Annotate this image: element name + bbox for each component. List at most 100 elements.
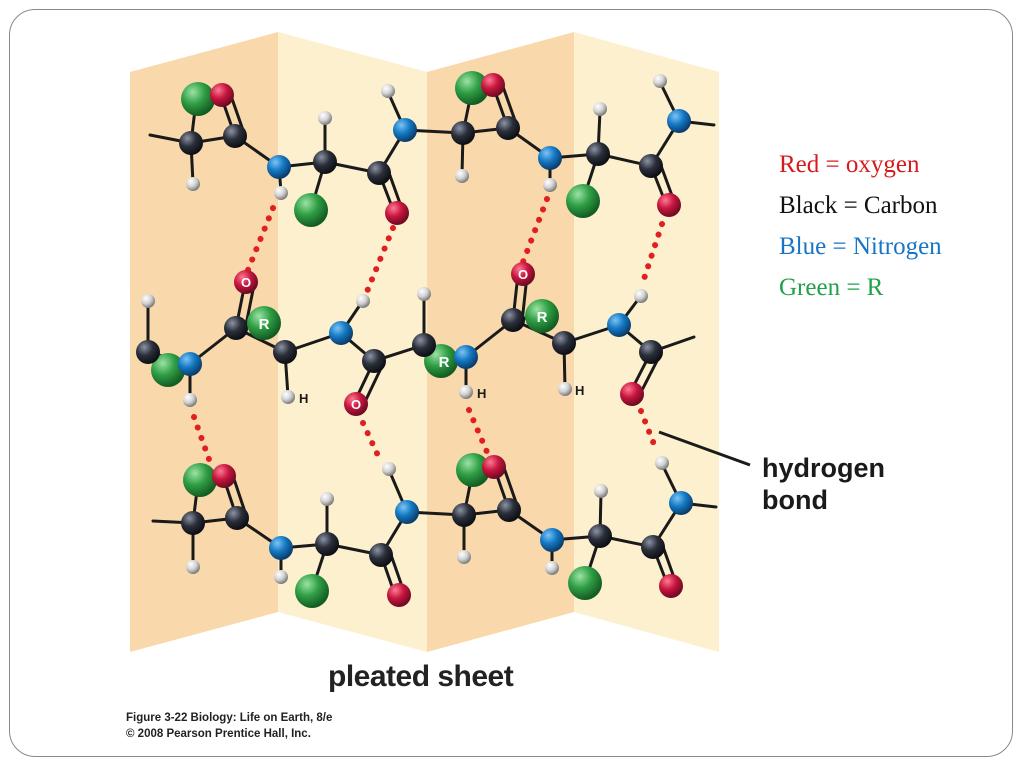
atom-letter-labels: O O O R R R H H H [241, 267, 584, 412]
r-group-atom [566, 184, 600, 218]
diagram-title: pleated sheet [328, 660, 514, 693]
carbon-atom [315, 532, 339, 556]
oxygen-atom [234, 270, 258, 294]
r-group-atom [151, 353, 185, 387]
hydrogen-bonds [191, 196, 665, 465]
carbon-atom [369, 543, 393, 567]
nitrogen-atom [269, 536, 293, 560]
hydrogen-atom [653, 74, 667, 88]
oxygen-atom [620, 382, 644, 406]
nitrogen-atom [178, 352, 202, 376]
legend-r-group: Green = R [779, 274, 884, 301]
oxygen-atom [210, 83, 234, 107]
oxygen-atom [385, 201, 409, 225]
carbon-atom [412, 333, 436, 357]
carbon-atom [136, 340, 160, 364]
hydrogen-atom [655, 456, 669, 470]
oxygen-atom [212, 464, 236, 488]
nitrogen-atom [454, 345, 478, 369]
strand-2-atoms [136, 262, 663, 416]
carbon-atom [273, 340, 297, 364]
carbon-atom [497, 498, 521, 522]
hydrogen-atom [457, 550, 471, 564]
r-group-atom [183, 463, 217, 497]
hydrogen-atom [318, 111, 332, 125]
hydrogen-atom [356, 294, 370, 308]
hydrogen-atom [593, 102, 607, 116]
hydrogen-atom [183, 393, 197, 407]
hydrogen-letter: H [575, 383, 584, 398]
carbon-atom [641, 535, 665, 559]
hydrogen-bond-8 [638, 408, 660, 455]
hydrogen-bond-4 [639, 221, 665, 288]
figure-credit-line1: Figure 3-22 Biology: Life on Earth, 8/e [126, 712, 333, 724]
hydrogen-atom [543, 178, 557, 192]
hydrogen-atom [274, 570, 288, 584]
nitrogen-atom [667, 109, 691, 133]
nitrogen-atom [669, 491, 693, 515]
nitrogen-atom [540, 528, 564, 552]
r-group-letter: R [439, 354, 450, 371]
hydrogen-atom [455, 169, 469, 183]
carbon-atom [639, 340, 663, 364]
hydrogen-bond-label: hydrogen bond [762, 452, 885, 516]
figure-credit-line2: © 2008 Pearson Prentice Hall, Inc. [126, 728, 311, 740]
carbon-atom [552, 331, 576, 355]
hydrogen-bond-label-line2: bond [762, 485, 828, 515]
carbon-atom [586, 142, 610, 166]
carbon-atom [367, 161, 391, 185]
carbon-atom [588, 524, 612, 548]
carbon-atom [179, 131, 203, 155]
r-group-atom [568, 566, 602, 600]
legend-nitrogen: Blue = Nitrogen [779, 233, 942, 260]
hydrogen-atom [281, 390, 295, 404]
atom-color-legend: Red = oxygen Black = Carbon Blue = Nitro… [779, 144, 942, 308]
r-group-atom [456, 453, 490, 487]
carbon-atom [639, 154, 663, 178]
r-group-letter: R [259, 316, 270, 333]
hydrogen-atom [382, 462, 396, 476]
carbon-atom [225, 506, 249, 530]
oxygen-atom [482, 455, 506, 479]
hydrogen-atom [381, 84, 395, 98]
hydrogen-atom [417, 287, 431, 301]
sheet-panel-3 [427, 32, 574, 652]
hydrogen-atom [634, 289, 648, 303]
figure-credit: Figure 3-22 Biology: Life on Earth, 8/e … [126, 710, 332, 742]
oxygen-letter: O [241, 275, 251, 290]
hydrogen-atom [186, 177, 200, 191]
carbon-atom [181, 511, 205, 535]
r-group-atom [247, 306, 281, 340]
oxygen-atom [387, 583, 411, 607]
nitrogen-atom [538, 146, 562, 170]
oxygen-atom [481, 73, 505, 97]
carbon-atom [224, 316, 248, 340]
hydrogen-letter: H [299, 391, 308, 406]
hydrogen-bond-6 [360, 420, 384, 465]
hydrogen-atom [545, 561, 559, 575]
nitrogen-atom [607, 313, 631, 337]
hydrogen-bond-1 [245, 205, 276, 273]
oxygen-atom [344, 392, 368, 416]
hydrogen-bond-label-line1: hydrogen [762, 453, 886, 483]
hydrogen-atom [274, 186, 288, 200]
strand-3-atoms [181, 453, 693, 608]
nitrogen-atom [329, 321, 353, 345]
oxygen-atom [657, 193, 681, 217]
hydrogen-bond-5 [191, 414, 213, 465]
hydrogen-atom [558, 382, 572, 396]
hydrogen-bond-pointer [658, 430, 751, 467]
r-group-atom [295, 574, 329, 608]
hydrogen-atom [186, 560, 200, 574]
hydrogen-atom [594, 484, 608, 498]
hydrogen-letter: H [477, 386, 486, 401]
hydrogen-atom [320, 492, 334, 506]
oxygen-letter: O [351, 397, 361, 412]
oxygen-atom [511, 262, 535, 286]
r-group-atom [525, 299, 559, 333]
carbon-atom [501, 308, 525, 332]
hydrogen-atom [459, 385, 473, 399]
carbon-atom [362, 349, 386, 373]
legend-carbon: Black = Carbon [779, 192, 938, 219]
